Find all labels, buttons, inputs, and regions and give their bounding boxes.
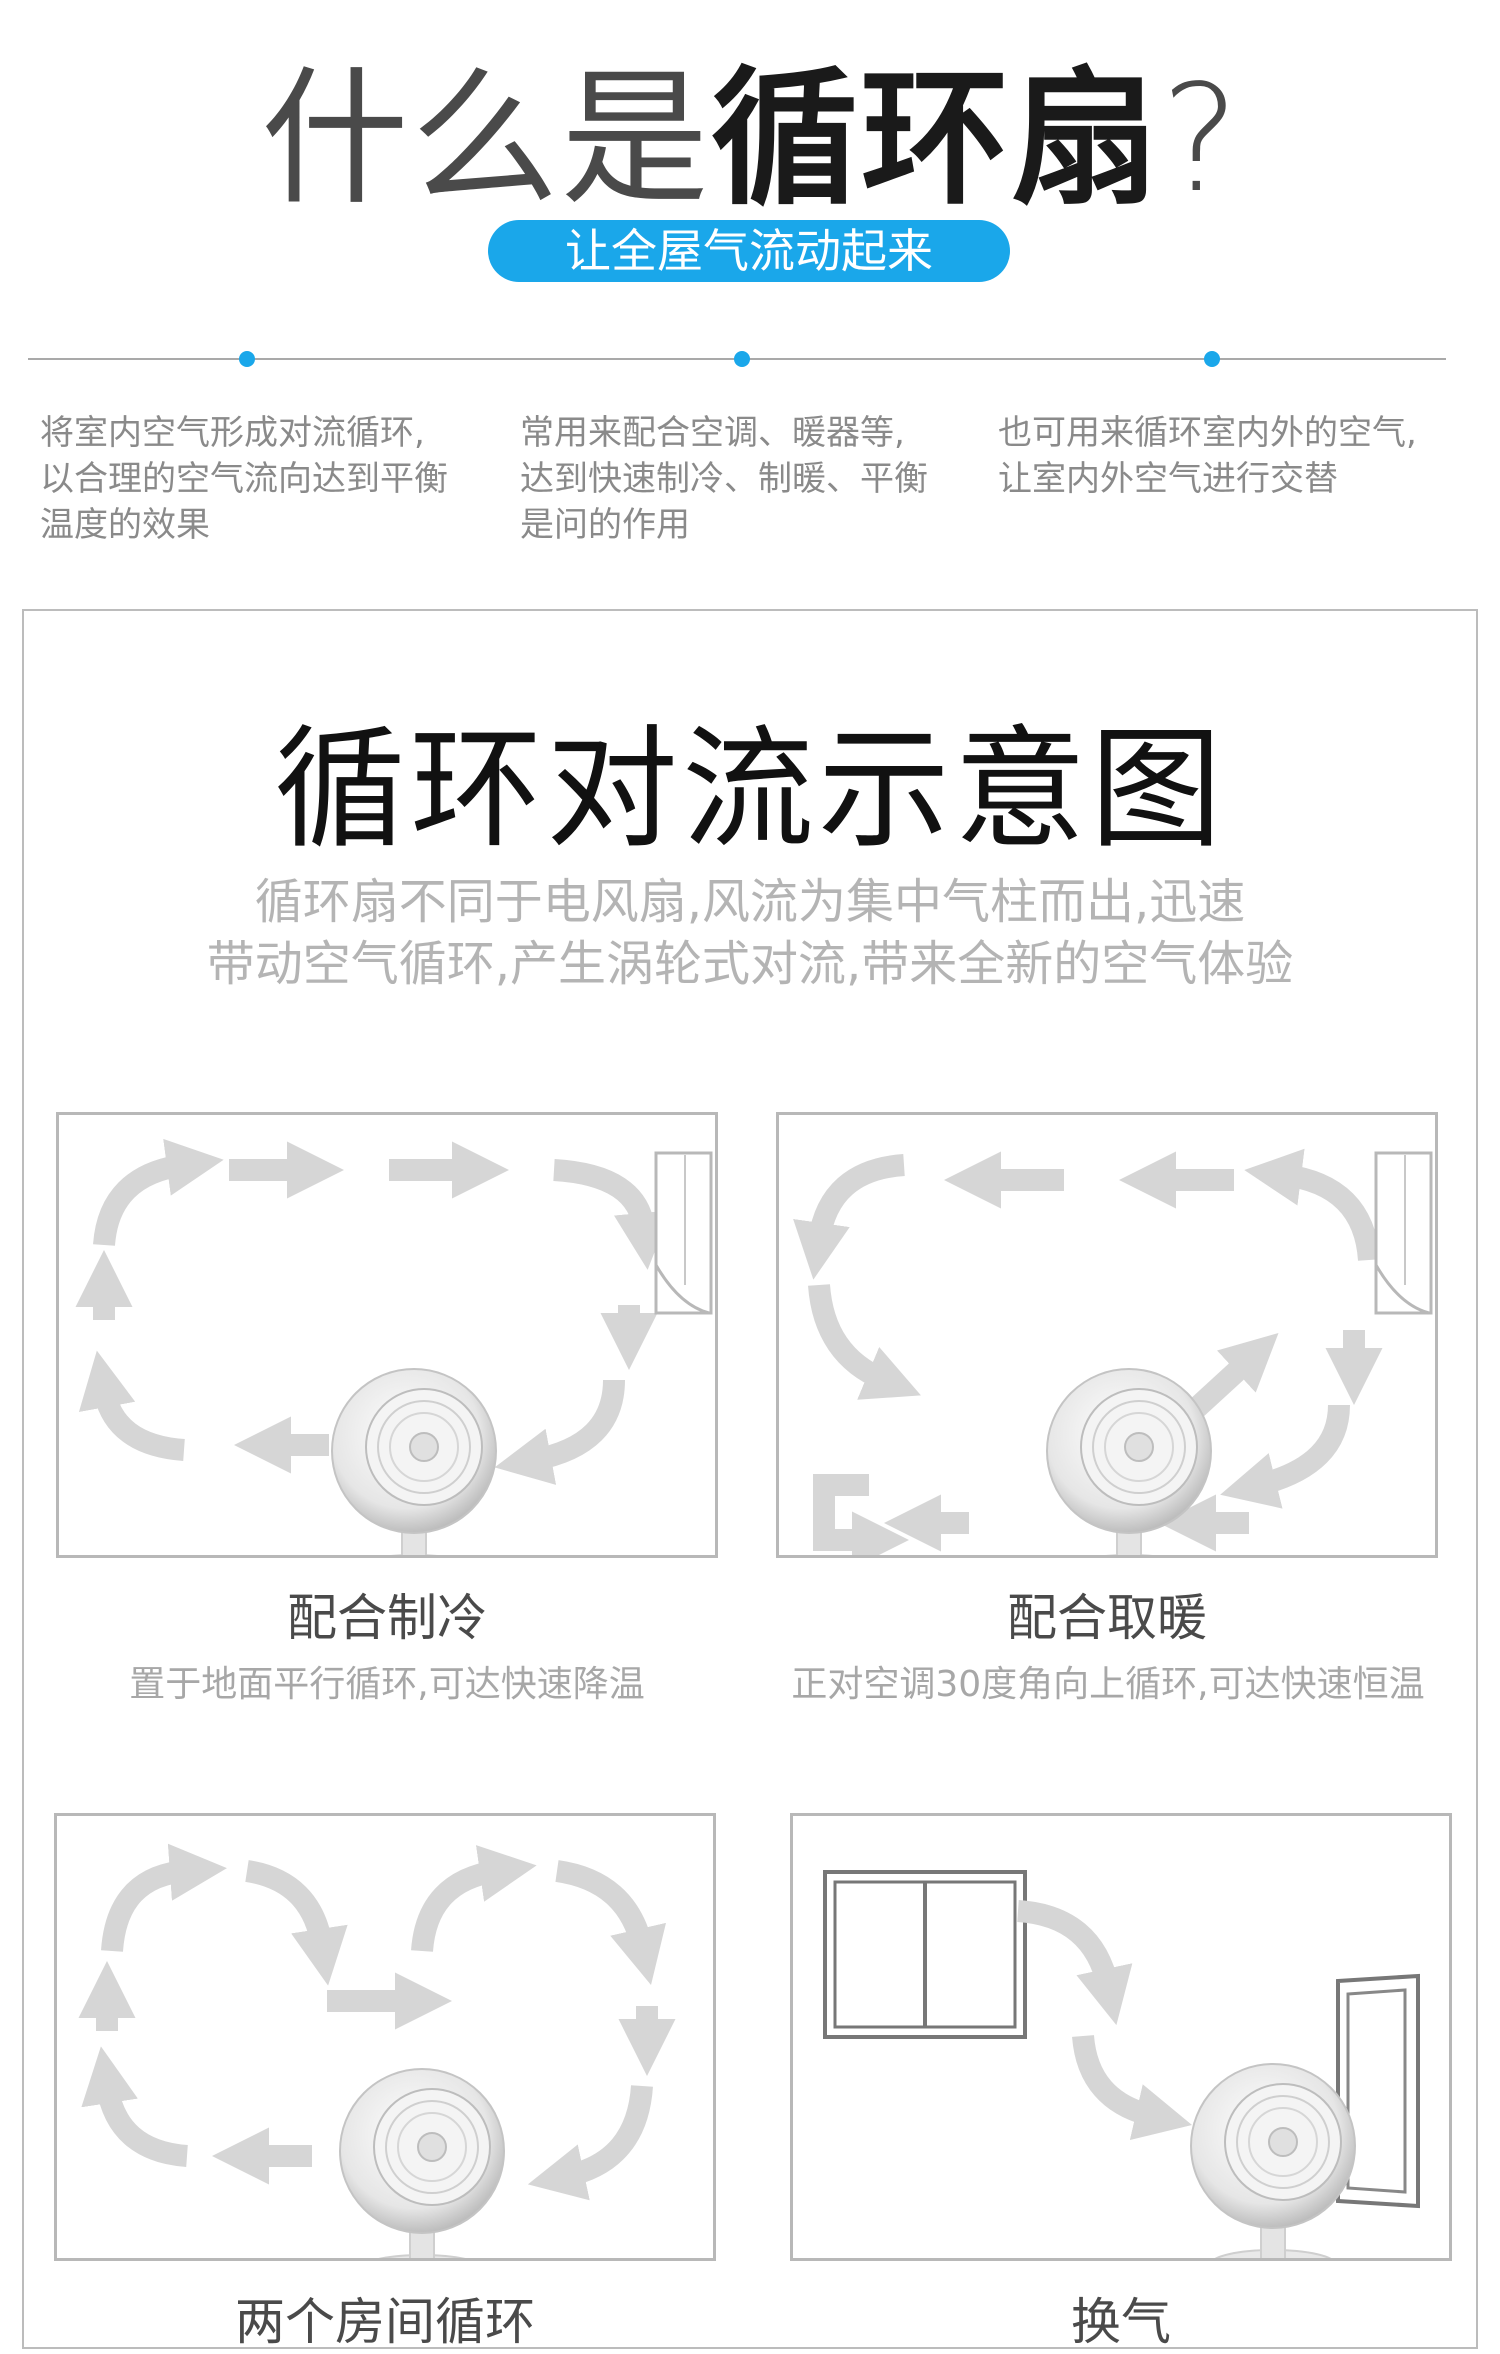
panel-two-rooms — [54, 1813, 716, 2261]
diagram-title: 循环对流示意图 — [274, 713, 1226, 867]
title-bold: 循环扇 — [710, 53, 1161, 225]
panel-subcaption: 置于地面平行循环,可达快速降温 — [129, 1664, 645, 1705]
panel-heating — [776, 1112, 1438, 1558]
page-title: 什么是循环扇? — [0, 18, 1500, 233]
diagram-subtitle: 带动空气循环,产生涡轮式对流,带来全新的空气体验 — [206, 936, 1294, 992]
panel-caption: 两个房间循环 — [235, 2293, 535, 2351]
diagram-subtitle: 循环扇不同于电风扇,风流为集中气柱而出,迅速 — [254, 874, 1246, 930]
panel-cooling — [56, 1112, 718, 1558]
feature-text: 也可用来循环室内外的空气, 让室内外空气进行交替 — [998, 413, 1417, 499]
title-prefix: 什么是 — [260, 53, 711, 225]
panel-caption: 换气 — [1071, 2293, 1171, 2351]
panel-caption: 配合制冷 — [287, 1589, 487, 1647]
title-suffix: ? — [1160, 53, 1240, 225]
timeline-dot — [239, 351, 255, 367]
timeline-dot — [734, 351, 750, 367]
timeline-dot — [1204, 351, 1220, 367]
panel-subcaption: 正对空调30度角向上循环,可达快速恒温 — [791, 1664, 1425, 1705]
feature-text: 将室内空气形成对流循环, 以合理的空气流向达到平衡 温度的效果 — [40, 413, 448, 545]
slogan-badge: 让全屋气流动起来 — [488, 220, 1010, 282]
panel-ventilation — [790, 1813, 1452, 2261]
feature-text: 常用来配合空调、暖器等, 达到快速制冷、制暖、平衡 是问的作用 — [520, 413, 928, 545]
panel-caption: 配合取暖 — [1007, 1589, 1207, 1647]
